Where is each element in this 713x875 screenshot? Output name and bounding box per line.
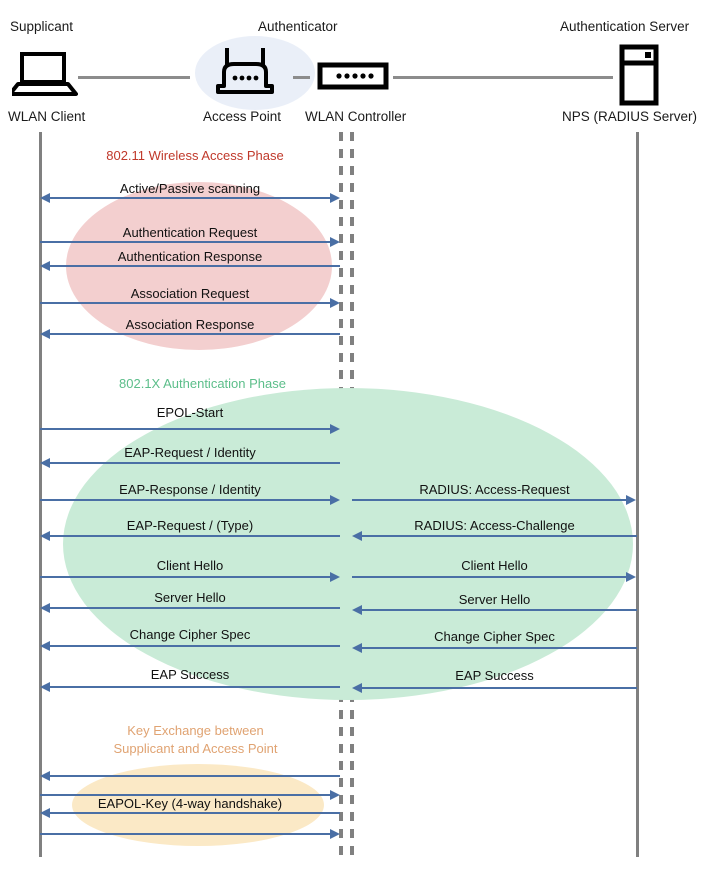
- message-label-server-hello-left: Server Hello: [154, 590, 226, 605]
- arrowhead-server-hello-left: [40, 603, 50, 613]
- message-line-eap-request-type: [49, 535, 340, 537]
- device-label-nps-radius: NPS (RADIUS Server): [562, 109, 698, 124]
- arrowhead-eapol-key-2: [330, 790, 340, 800]
- role-title-supplicant: Supplicant: [10, 19, 74, 34]
- message-label-eap-request-identity: EAP-Request / Identity: [124, 445, 256, 460]
- phase-ellipse-dot1x: [63, 388, 633, 700]
- arrowhead-client-hello-right: [626, 572, 636, 582]
- lifeline-supplicant: [39, 132, 42, 857]
- arrowhead-change-cipher-spec-left: [40, 641, 50, 651]
- arrowhead-auth-request: [330, 237, 340, 247]
- message-line-eapol-start: [40, 428, 331, 430]
- message-label-scanning: Active/Passive scanning: [119, 181, 261, 196]
- connector-client-to-ap: [78, 76, 190, 79]
- connector-ap-to-controller: [293, 76, 310, 79]
- authenticator-group-ellipse: [195, 36, 315, 110]
- phase-caption-dot1x: 802.1X Authentication Phase: [119, 376, 286, 391]
- message-label-change-cipher-spec-right: Change Cipher Spec: [434, 629, 555, 644]
- role-title-authenticator: Authenticator: [258, 19, 338, 34]
- message-line-client-hello-left: [40, 576, 331, 578]
- message-line-server-hello-left: [49, 607, 340, 609]
- message-line-eapol-key-1: [49, 775, 340, 777]
- message-line-radius-access-request: [352, 499, 627, 501]
- device-label-access-point: Access Point: [203, 109, 282, 124]
- message-line-change-cipher-spec-left: [49, 645, 340, 647]
- role-title-auth-server: Authentication Server: [560, 19, 690, 34]
- message-label-eapol-start: EPOL-Start: [156, 405, 224, 420]
- device-label-wlan-controller: WLAN Controller: [305, 109, 407, 124]
- device-label-wlan-client: WLAN Client: [8, 109, 86, 124]
- wlan-controller-icon: [317, 62, 389, 97]
- message-label-radius-access-request: RADIUS: Access-Request: [419, 482, 570, 497]
- phase-ellipse-key-exchange: [72, 764, 324, 846]
- arrowhead-eap-success-left: [40, 682, 50, 692]
- message-line-assoc-response: [49, 333, 340, 335]
- arrowhead-eapol-key-1: [40, 771, 50, 781]
- message-label-eapol-key: EAPOL-Key (4-way handshake): [97, 796, 283, 811]
- message-label-auth-response: Authentication Response: [117, 249, 263, 264]
- message-line-eap-success-left: [49, 686, 340, 688]
- arrowhead-eap-request-type: [40, 531, 50, 541]
- arrowhead-scanning-left: [40, 193, 50, 203]
- message-label-change-cipher-spec-left: Change Cipher Spec: [129, 627, 251, 642]
- message-label-client-hello-right: Client Hello: [461, 558, 528, 573]
- message-line-assoc-request: [40, 302, 331, 304]
- arrowhead-radius-access-challenge: [352, 531, 362, 541]
- message-label-eap-success-right: EAP Success: [455, 668, 534, 683]
- arrowhead-assoc-response: [40, 329, 50, 339]
- message-line-auth-response: [49, 265, 340, 267]
- message-label-assoc-response: Association Response: [125, 317, 255, 332]
- message-line-scanning: [49, 197, 331, 199]
- message-line-server-hello-right: [361, 609, 637, 611]
- message-line-eapol-key-2: [40, 794, 331, 796]
- phase-caption-key-exchange-line1: Key Exchange between: [127, 723, 264, 738]
- lifeline-auth-server: [636, 132, 639, 857]
- message-label-server-hello-right: Server Hello: [458, 592, 531, 607]
- arrowhead-server-hello-right: [352, 605, 362, 615]
- message-label-assoc-request: Association Request: [130, 286, 250, 301]
- message-line-auth-request: [40, 241, 331, 243]
- message-line-client-hello-right: [352, 576, 627, 578]
- message-label-eap-response-identity: EAP-Response / Identity: [119, 482, 261, 497]
- connector-controller-to-server: [393, 76, 613, 79]
- server-icon: [619, 44, 659, 111]
- message-label-eap-success-left: EAP Success: [150, 667, 230, 682]
- message-line-eap-success-right: [361, 687, 637, 689]
- arrowhead-eapol-start: [330, 424, 340, 434]
- arrowhead-eap-success-right: [352, 683, 362, 693]
- arrowhead-scanning-right: [330, 193, 340, 203]
- arrowhead-auth-response: [40, 261, 50, 271]
- message-line-radius-access-challenge: [361, 535, 637, 537]
- message-label-radius-access-challenge: RADIUS: Access-Challenge: [414, 518, 575, 533]
- message-line-eapol-key-4: [40, 833, 331, 835]
- arrowhead-eapol-key-4: [330, 829, 340, 839]
- message-line-eap-request-identity: [49, 462, 340, 464]
- laptop-icon: [8, 52, 78, 101]
- message-label-client-hello-left: Client Hello: [156, 558, 224, 573]
- arrowhead-eapol-key-3: [40, 808, 50, 818]
- message-line-eap-response-identity: [40, 499, 331, 501]
- arrowhead-assoc-request: [330, 298, 340, 308]
- message-line-eapol-key-3: [49, 812, 340, 814]
- arrowhead-client-hello-left: [330, 572, 340, 582]
- message-line-change-cipher-spec-right: [361, 647, 637, 649]
- message-label-auth-request: Authentication Request: [122, 225, 258, 240]
- access-point-icon: [214, 46, 276, 101]
- arrowhead-change-cipher-spec-right: [352, 643, 362, 653]
- arrowhead-eap-request-identity: [40, 458, 50, 468]
- arrowhead-radius-access-request: [626, 495, 636, 505]
- phase-caption-wireless-access: 802.11 Wireless Access Phase: [106, 148, 284, 163]
- phase-caption-key-exchange-line2: Supplicant and Access Point: [113, 741, 278, 756]
- arrowhead-eap-response-identity: [330, 495, 340, 505]
- message-label-eap-request-type: EAP-Request / (Type): [126, 518, 254, 533]
